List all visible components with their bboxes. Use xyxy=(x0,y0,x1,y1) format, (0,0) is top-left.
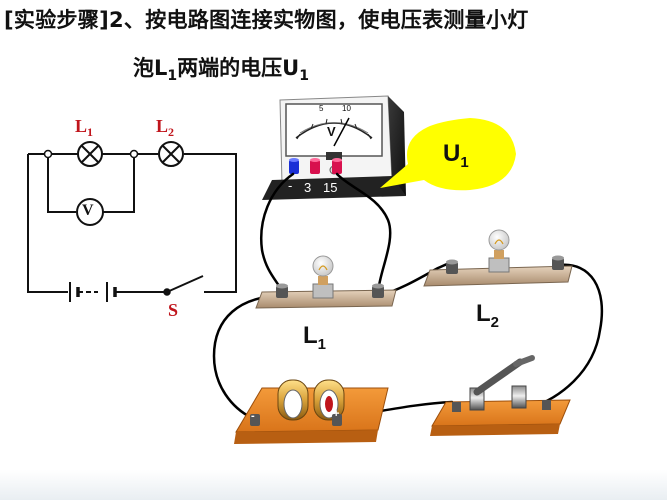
voltmeter-symbol xyxy=(76,198,104,226)
schematic-junctions xyxy=(43,149,171,296)
voltmeter-terminal-minus: - xyxy=(288,178,293,193)
schematic-voltmeter-v: V xyxy=(82,202,94,219)
voltmeter-device xyxy=(262,95,406,200)
lamp-l1-board xyxy=(255,255,397,309)
switch-blade xyxy=(473,358,524,396)
lamp-l2-board xyxy=(423,229,573,287)
voltmeter-terminal-3: 3 xyxy=(304,180,312,195)
voltmeter-face-letter: V xyxy=(327,124,336,139)
voltmeter-scale-10: 10 xyxy=(342,104,351,113)
voltmeter-terminal-15: 15 xyxy=(323,180,338,195)
bottom-band xyxy=(0,470,667,500)
switch-pivot-dot xyxy=(163,288,171,296)
voltmeter-needle xyxy=(333,117,350,147)
callout-u1: U1 xyxy=(443,140,469,171)
schematic-diagram xyxy=(27,153,237,302)
u1-callout xyxy=(380,118,516,191)
physical-label-l2: L2 xyxy=(476,300,500,331)
battery-minus-sign: - xyxy=(251,410,255,422)
voltmeter-terminals xyxy=(289,158,342,174)
junction-right-dot xyxy=(129,149,139,159)
physical-label-l1: L1 xyxy=(303,322,327,353)
voltmeter-scale-5: 5 xyxy=(319,104,324,113)
title-line-2: 泡L1两端的电压U1 xyxy=(133,56,309,84)
knife-switch xyxy=(430,355,571,436)
schematic-label-l1: L1 xyxy=(75,116,94,139)
junction-left-dot xyxy=(43,149,53,159)
schematic-label-l2: L2 xyxy=(156,116,175,139)
battery-plus-sign: + xyxy=(333,408,340,420)
title-line-1: [实验步骤]2、按电路图连接实物图，使电压表测量小灯 xyxy=(4,8,529,32)
lamp-l1-symbol xyxy=(77,141,103,167)
schematic-label-s: S xyxy=(168,300,179,320)
battery-holder xyxy=(234,379,389,444)
lamp-l2-symbol xyxy=(158,141,184,167)
